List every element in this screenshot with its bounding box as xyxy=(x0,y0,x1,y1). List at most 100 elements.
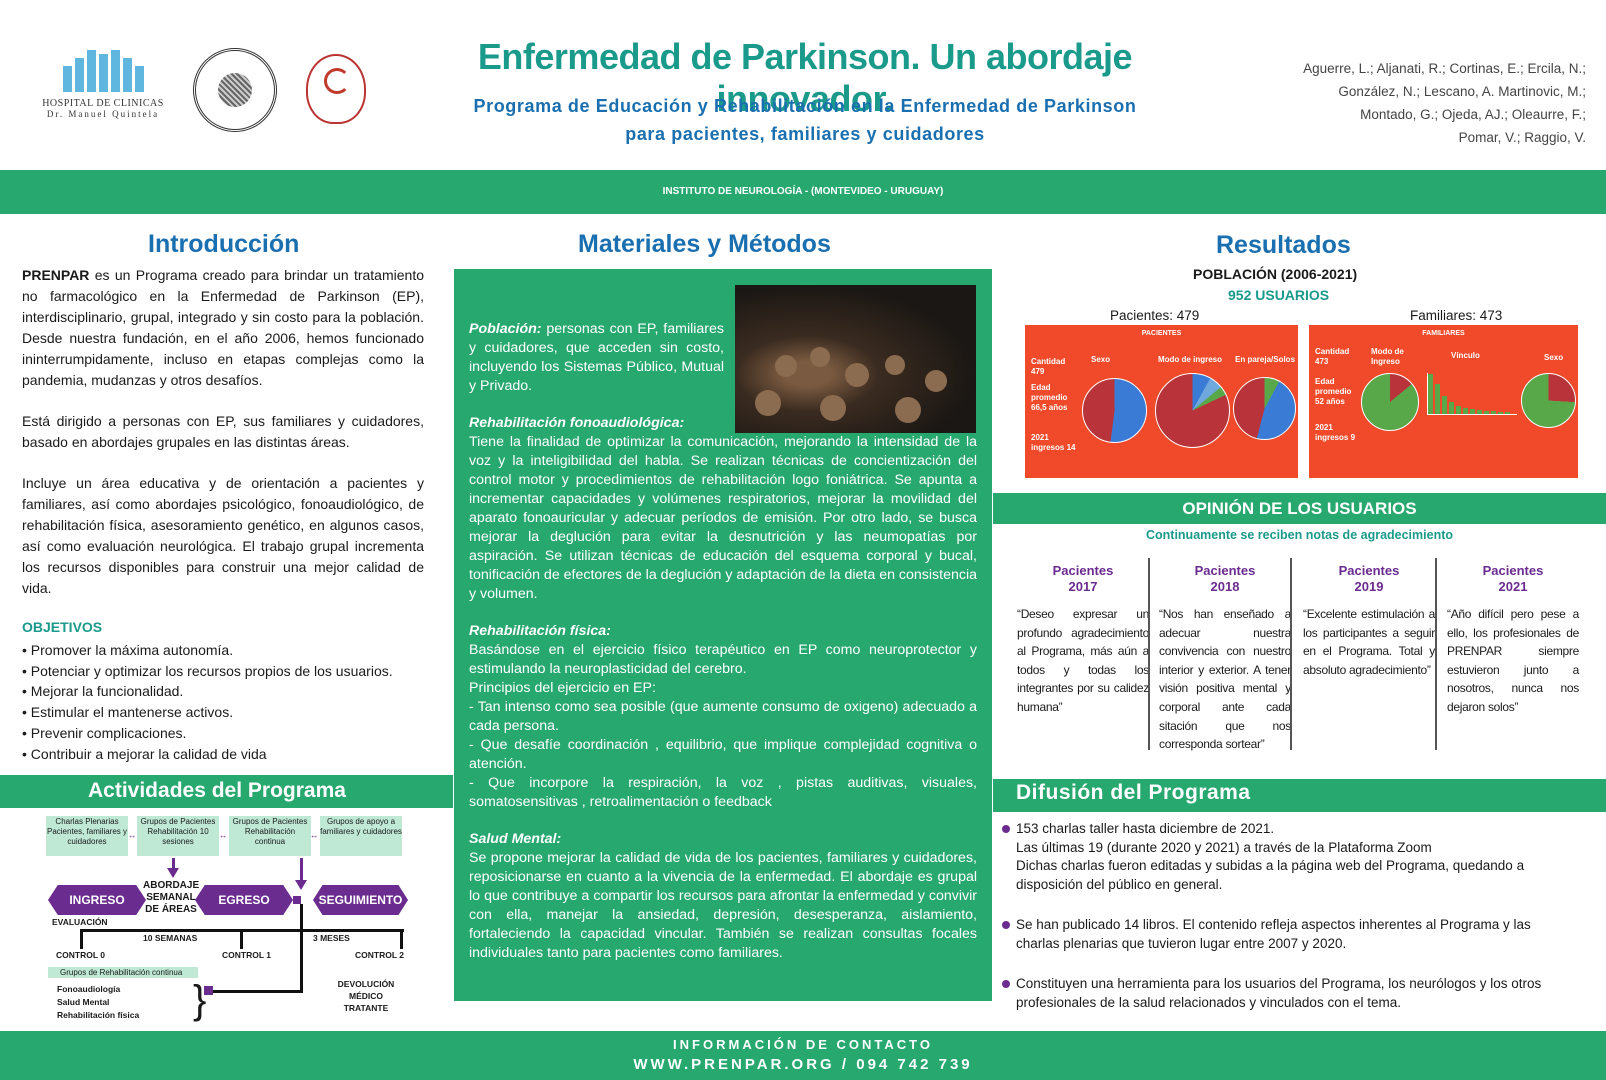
familiares-label: Familiares: 473 xyxy=(1410,308,1503,323)
vertical-connector xyxy=(300,904,303,992)
modo-pie xyxy=(1155,373,1230,448)
opinion-year: 2019 xyxy=(1354,579,1384,594)
fisica-text: Basándose en el ejercicio físico terapéu… xyxy=(469,642,977,677)
logos: HOSPITAL DE CLINICAS Dr. Manuel Quintela xyxy=(28,40,368,135)
double-arrow-icon: ↔ xyxy=(219,830,228,840)
opinion-year: 2021 xyxy=(1498,579,1528,594)
difusion-bar xyxy=(993,779,1606,812)
timeline-tick xyxy=(240,929,243,949)
difusion-item: 153 charlas taller hasta diciembre de 20… xyxy=(1002,820,1576,894)
cantidad-label: Cantidad 473 xyxy=(1315,347,1350,366)
difusion-item: Se han publicado 14 libros. El contenido… xyxy=(1002,916,1576,953)
opinion-label: Pacientes xyxy=(1052,563,1114,578)
difusion-line: 153 charlas taller hasta diciembre de 20… xyxy=(1016,821,1275,836)
divider xyxy=(1290,558,1292,750)
opinion-label: Pacientes xyxy=(1482,563,1544,578)
sexo-label: Sexo xyxy=(1091,355,1111,364)
divider xyxy=(1148,558,1150,750)
meses-label: 3 MESES xyxy=(313,933,350,943)
principio-item: - Tan intenso como sea posible (que aume… xyxy=(469,699,977,734)
edad-label: Edad promedio 52 años xyxy=(1315,377,1352,406)
institute-bar: INSTITUTO DE NEUROLOGÍA - (MONTEVIDEO - … xyxy=(0,170,1606,214)
continua-items: Fonoaudiología Salud Mental Rehabilitaci… xyxy=(57,983,139,1022)
timeline-tick xyxy=(80,929,83,949)
box-grupos-continua: Grupos de Pacientes Rehabilitación conti… xyxy=(229,816,311,856)
opinion-bar xyxy=(993,493,1606,524)
intro-p1: es un Programa creado para brindar un tr… xyxy=(22,267,424,388)
modo-label: Modo de ingreso xyxy=(1158,355,1222,364)
contact-label: INFORMACIÓN DE CONTACTO xyxy=(673,1037,933,1052)
continua-item: Fonoaudiología xyxy=(57,984,121,994)
ingresos-label: 2021 ingresos 9 xyxy=(1315,423,1356,442)
panel-title: FAMILIARES xyxy=(1422,330,1465,337)
principio-item: - Que incorpore la respiración, la voz ,… xyxy=(469,775,977,810)
objectives-title: OBJETIVOS xyxy=(22,619,103,635)
opinion-quote: “Excelente estimulación a los participan… xyxy=(1303,607,1435,677)
difusion-line: Las últimas 19 (durante 2020 y 2021) a t… xyxy=(1016,839,1432,855)
box-grupos-10-sesiones: Grupos de Pacientes Rehabilitación 10 se… xyxy=(137,816,219,856)
control-1: CONTROL 1 xyxy=(222,950,271,960)
continua-item: Salud Mental xyxy=(57,997,110,1007)
users-count: 952 USUARIOS xyxy=(1228,287,1330,303)
fisica-heading: Rehabilitación física: xyxy=(469,623,611,639)
arrow-stem xyxy=(300,858,303,882)
objective-item: • Estimular el mantenerse activos. xyxy=(22,704,234,721)
methods-text: Población: personas con EP, familiares y… xyxy=(469,320,977,963)
hospital-logo: HOSPITAL DE CLINICAS Dr. Manuel Quintela xyxy=(28,50,178,119)
arrow-down-icon xyxy=(167,868,179,878)
poblacion-text: personas con EP, familiares y cuidadores… xyxy=(469,321,724,394)
hospital-logo-line2: Dr. Manuel Quintela xyxy=(46,109,160,119)
objective-item: • Promover la máxima autonomía. xyxy=(22,642,234,658)
familiares-panel: FAMILIARES Cantidad 473 Edad promedio 52… xyxy=(1309,325,1578,478)
pareja-label: En pareja/Solos xyxy=(1235,355,1296,364)
contact-web-link[interactable]: WWW.PRENPAR.ORG / 094 742 739 xyxy=(633,1056,973,1073)
prenpar-bold: PRENPAR xyxy=(22,267,90,283)
ingresos-label: 2021 ingresos 14 xyxy=(1031,433,1076,452)
connector-dot xyxy=(204,986,213,995)
opinion-label: Pacientes xyxy=(1194,563,1256,578)
objective-item: • Potenciar y optimizar los recursos pro… xyxy=(22,662,393,679)
mental-text: Se propone mejorar la calidad de vida de… xyxy=(469,850,977,961)
principios-text: Principios del ejercicio en EP: xyxy=(469,680,656,696)
objective-item: • Prevenir complicaciones. xyxy=(22,724,187,741)
subtitle-line-2: para pacientes, familiares y cuidadores xyxy=(625,124,985,144)
opinion-year: 2017 xyxy=(1068,579,1098,594)
arrow-stem xyxy=(172,858,175,870)
objective-item: • Contribuir a mejorar la calidad de vid… xyxy=(22,745,267,762)
intro-p2: Está dirigido a personas con EP, sus fam… xyxy=(22,413,424,450)
principio-item: - Que desafíe coordinación , equilibrio,… xyxy=(469,737,977,772)
sexo-label: Sexo xyxy=(1544,353,1564,362)
results-title: Resultados xyxy=(1216,231,1351,259)
population-title: POBLACIÓN (2006-2021) xyxy=(1193,266,1358,282)
double-arrow-icon: ↔ xyxy=(310,830,319,840)
mental-heading: Salud Mental: xyxy=(469,831,562,847)
stage-ingreso: INGRESO xyxy=(48,885,146,915)
stage-egreso: EGRESO xyxy=(195,885,293,915)
author-line: Aguerre, L.; Aljanati, R.; Cortinas, E.;… xyxy=(1303,61,1586,76)
evaluacion-label: EVALUACIÓN xyxy=(52,917,108,927)
methods-title: Materiales y Métodos xyxy=(578,230,831,258)
pacientes-label: Pacientes: 479 xyxy=(1110,308,1200,323)
panel-title: PACIENTES xyxy=(1141,330,1182,337)
author-line: González, N.; Lescano, A. Martinovic, M.… xyxy=(1338,84,1586,99)
connector-dot xyxy=(293,896,301,904)
abordaje-label: ABORDAJE SEMANAL DE ÁREAS xyxy=(143,880,200,915)
poster-title: Enfermedad de Parkinson. Un abordaje inn… xyxy=(477,36,1133,119)
pacientes-panel: PACIENTES Cantidad 479 Edad promedio 66,… xyxy=(1025,325,1298,478)
timeline-tick xyxy=(400,929,403,949)
divider xyxy=(1435,558,1437,750)
author-line: Montado, G.; Ojeda, AJ.; Oleaurre, F.; xyxy=(1360,107,1586,122)
sexo-pie xyxy=(1082,378,1147,443)
author-line: Pomar, V.; Raggio, V. xyxy=(1458,130,1586,145)
activities-title: Actividades del Programa xyxy=(88,779,346,802)
continua-label: Grupos de Rehabilitación continua xyxy=(48,967,198,978)
subtitle-line-1: Programa de Educación y Rehabilitación e… xyxy=(473,96,1137,116)
poster-subtitle: Programa de Educación y Rehabilitación e… xyxy=(390,92,1220,148)
objective-item: • Mejorar la funcionalidad. xyxy=(22,683,184,700)
authors: Aguerre, L.; Aljanati, R.; Cortinas, E.;… xyxy=(1230,57,1586,149)
intro-p3: Incluye un área educativa y de orientaci… xyxy=(22,475,424,596)
neurology-institute-seal xyxy=(193,48,277,132)
